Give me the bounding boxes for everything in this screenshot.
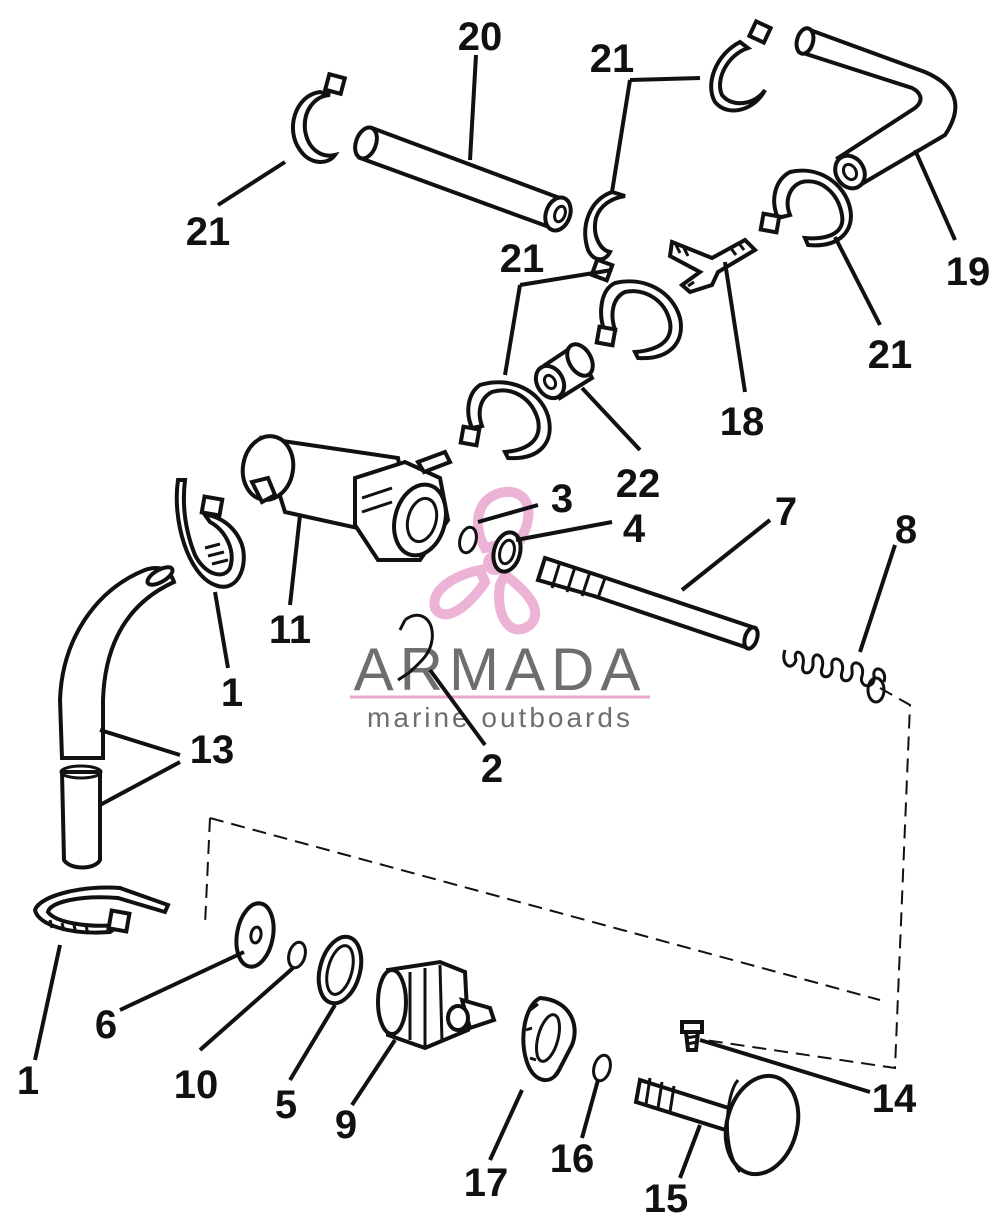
callout-10: 10	[174, 1063, 219, 1107]
part-19-elbow-hose	[794, 26, 958, 191]
dashed-reference-lines	[204, 687, 912, 1070]
callout-7: 7	[775, 490, 797, 534]
part-21-clamp-c	[583, 189, 626, 283]
callout-8: 8	[895, 508, 917, 552]
part-3-o-ring	[458, 525, 478, 555]
callout-19: 19	[946, 250, 991, 294]
part-21-clamp-b	[709, 18, 774, 113]
part-2-clip	[397, 613, 434, 682]
callout-17: 17	[464, 1161, 509, 1205]
part-18-tee-fitting	[667, 237, 759, 295]
callout-14: 14	[872, 1077, 917, 1121]
callout-16: 16	[550, 1137, 595, 1181]
part-11-housing	[240, 434, 453, 562]
part-1-tie-strap-top	[174, 478, 246, 589]
part-4-o-ring	[491, 530, 523, 574]
watermark-tagline: marine outboards	[367, 702, 633, 733]
callout-6: 6	[95, 1003, 117, 1047]
part-21-clamp-e	[594, 279, 683, 361]
part-17-nut	[521, 995, 577, 1082]
part-10-o-ring	[287, 940, 307, 970]
callout-21-left: 21	[186, 210, 231, 254]
callout-4: 4	[623, 507, 646, 551]
leader-lines	[33, 54, 957, 1179]
watermark: ARMADA marine outboards	[350, 486, 650, 733]
callout-21-right: 21	[868, 333, 913, 377]
part-14-screw	[680, 1020, 704, 1052]
callout-21-mid: 21	[500, 237, 545, 281]
part-8-spring	[782, 649, 887, 704]
callout-5: 5	[275, 1083, 297, 1127]
part-16-o-ring	[592, 1053, 612, 1083]
callout-1-bottom: 1	[17, 1059, 39, 1103]
callout-2: 2	[481, 747, 503, 791]
callout-22: 22	[616, 462, 661, 506]
part-22-sleeve	[533, 342, 595, 401]
callout-15: 15	[644, 1177, 689, 1220]
callout-9: 9	[335, 1103, 357, 1147]
part-7-plunger	[535, 555, 760, 651]
callout-3: 3	[551, 477, 573, 521]
part-21-clamp-f	[458, 380, 552, 461]
part-9-fitting-body	[376, 959, 497, 1051]
part-21-clamp-d	[758, 168, 853, 248]
propeller-logo-icon	[429, 486, 541, 635]
part-1-tie-strap-bottom	[32, 885, 171, 935]
callout-18: 18	[720, 400, 765, 444]
callout-13: 13	[190, 728, 235, 772]
part-5-gasket	[316, 934, 364, 1006]
part-6-washer	[234, 901, 276, 969]
callout-numbers: 20 21 21 19 21 21 18 22 3 4 7 8 11 1 13 …	[17, 15, 990, 1220]
part-21-clamp-a	[290, 71, 348, 164]
callout-20: 20	[458, 15, 503, 59]
watermark-brand: ARMADA	[354, 636, 647, 703]
part-15-knob	[633, 1073, 801, 1177]
callout-1-top: 1	[221, 671, 243, 715]
part-20-hose	[353, 125, 573, 233]
callout-11: 11	[269, 608, 311, 652]
callout-21-top: 21	[590, 37, 635, 81]
part-13-hose	[57, 565, 177, 870]
